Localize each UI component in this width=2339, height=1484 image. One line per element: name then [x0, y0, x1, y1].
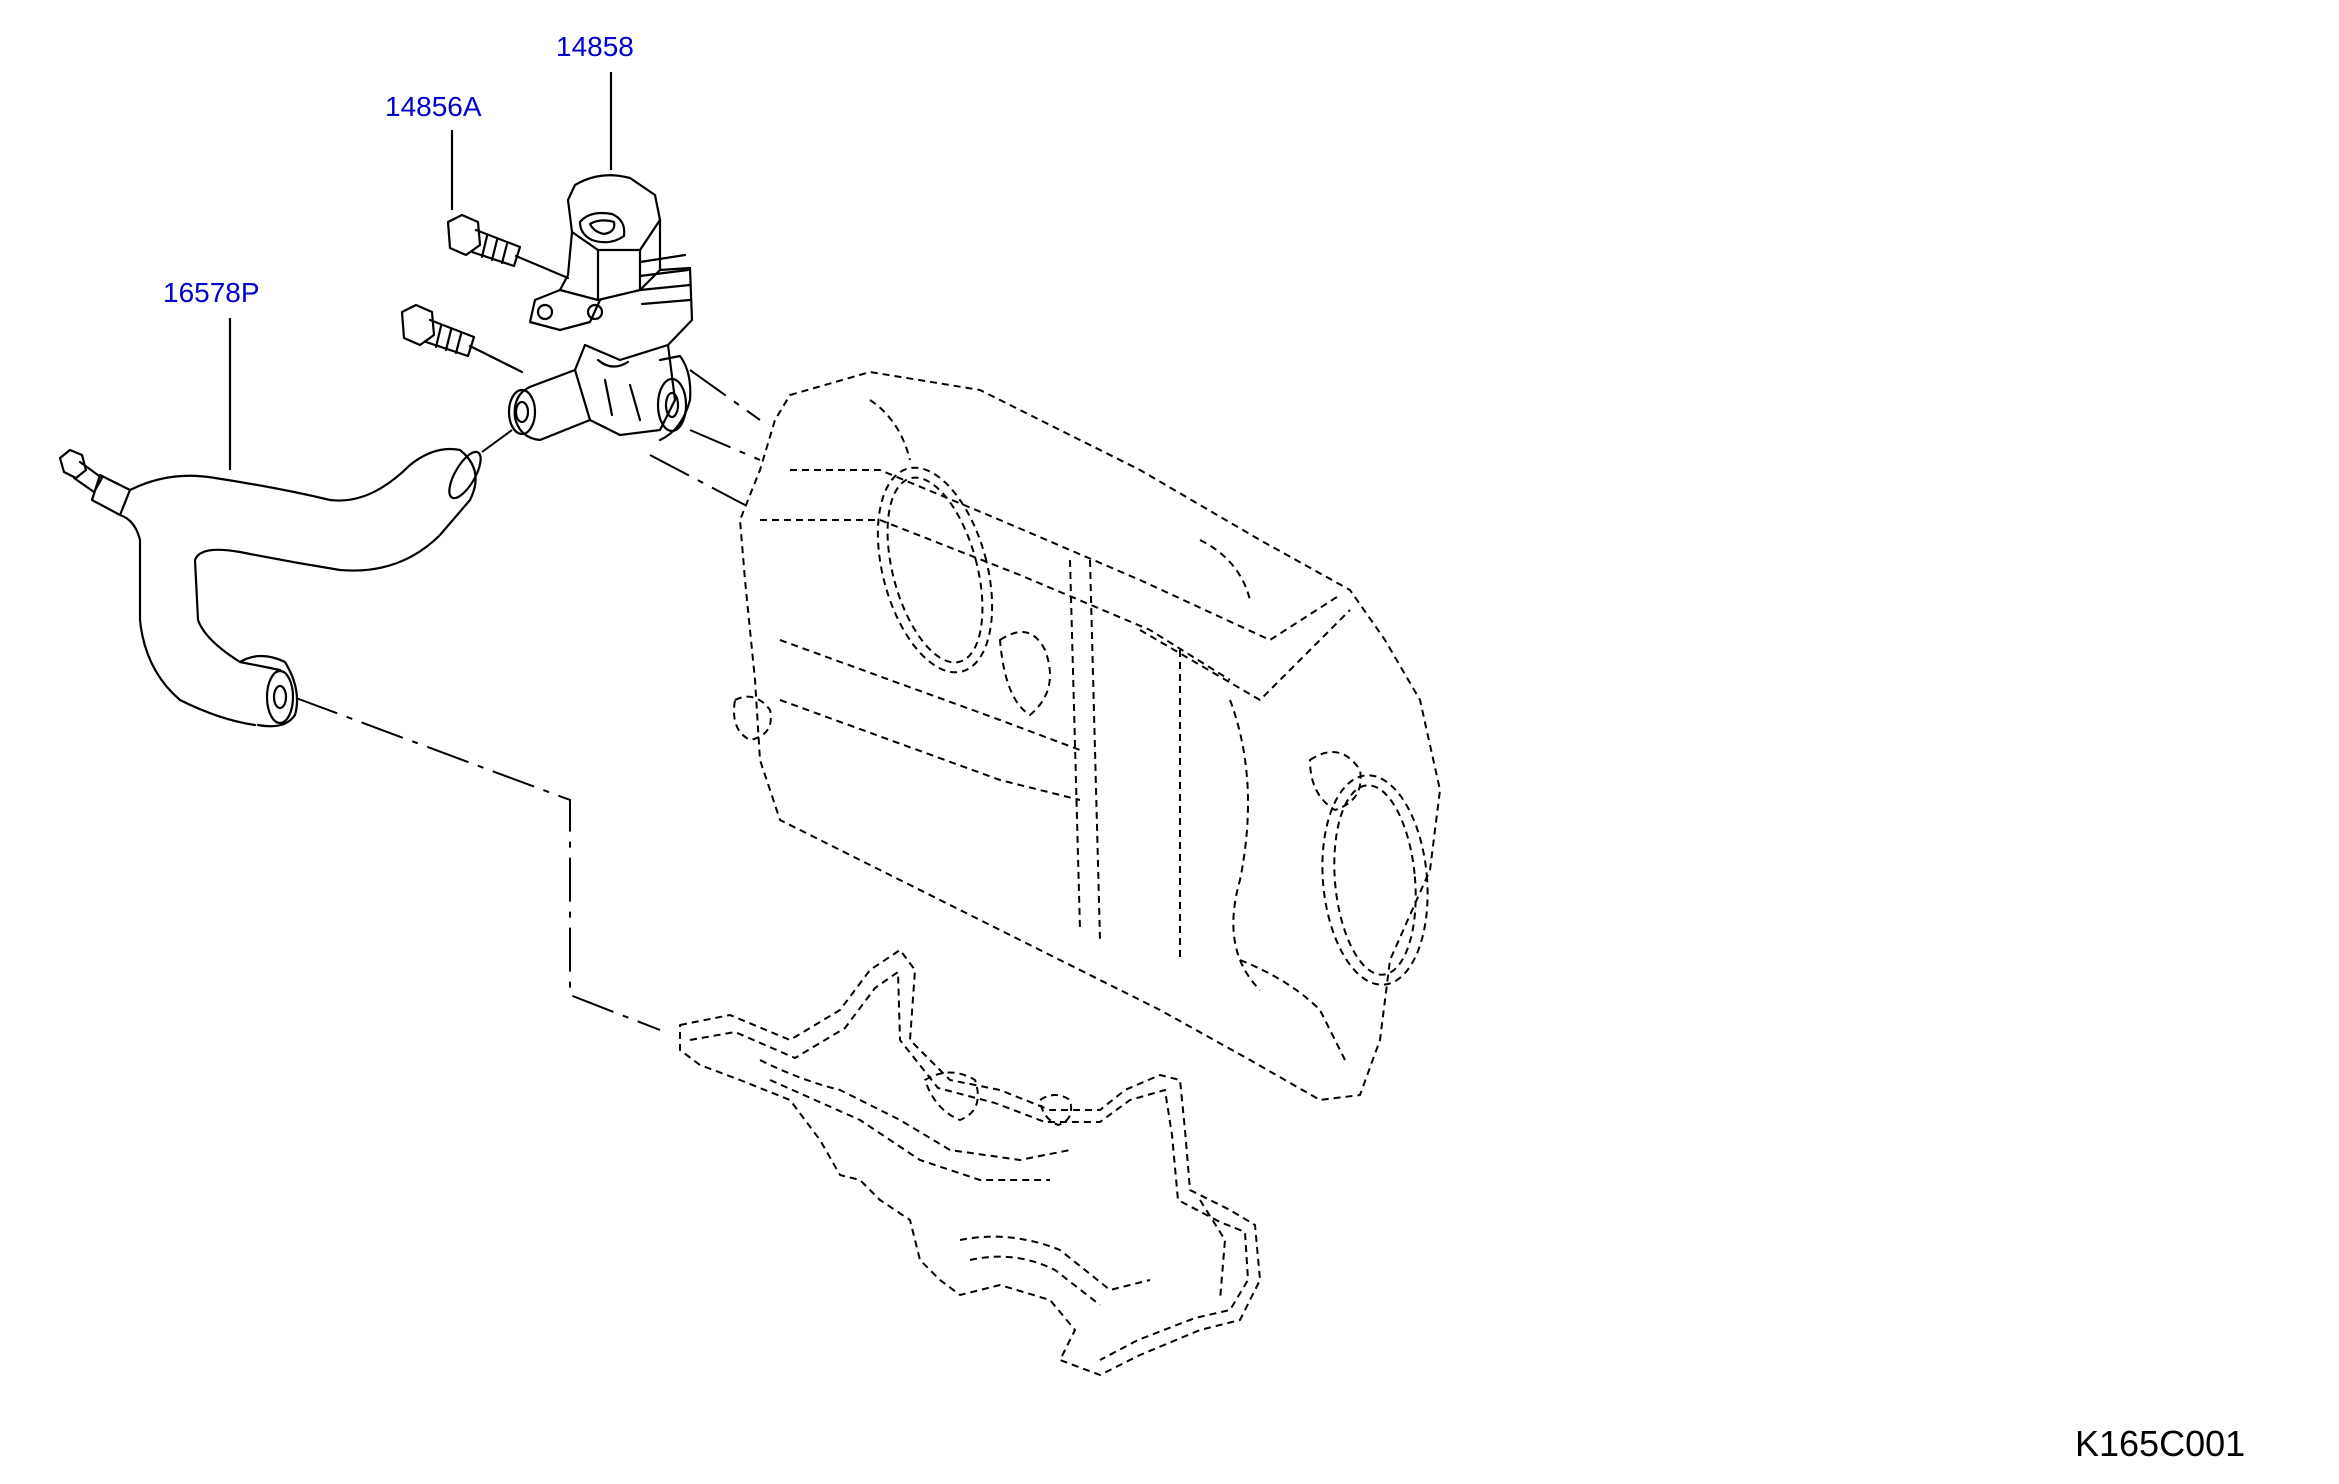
callout-label-14858[interactable]: 14858 — [556, 31, 634, 62]
egr-valve-part[interactable] — [505, 170, 700, 450]
callout-label-16578p[interactable]: 16578P — [163, 277, 260, 308]
connection-lines — [295, 369, 761, 1031]
bolt-part-lower[interactable] — [395, 295, 530, 380]
callout-leaders — [228, 72, 613, 470]
callout-label-14856a[interactable]: 14856A — [385, 91, 482, 122]
hose-part[interactable] — [55, 440, 487, 740]
engine-housing-outline — [733, 371, 1441, 1101]
gasket-bracket-outline — [679, 949, 1261, 1376]
bolt-part-upper[interactable] — [440, 205, 575, 285]
diagram-code: K165C001 — [2075, 1423, 2245, 1464]
